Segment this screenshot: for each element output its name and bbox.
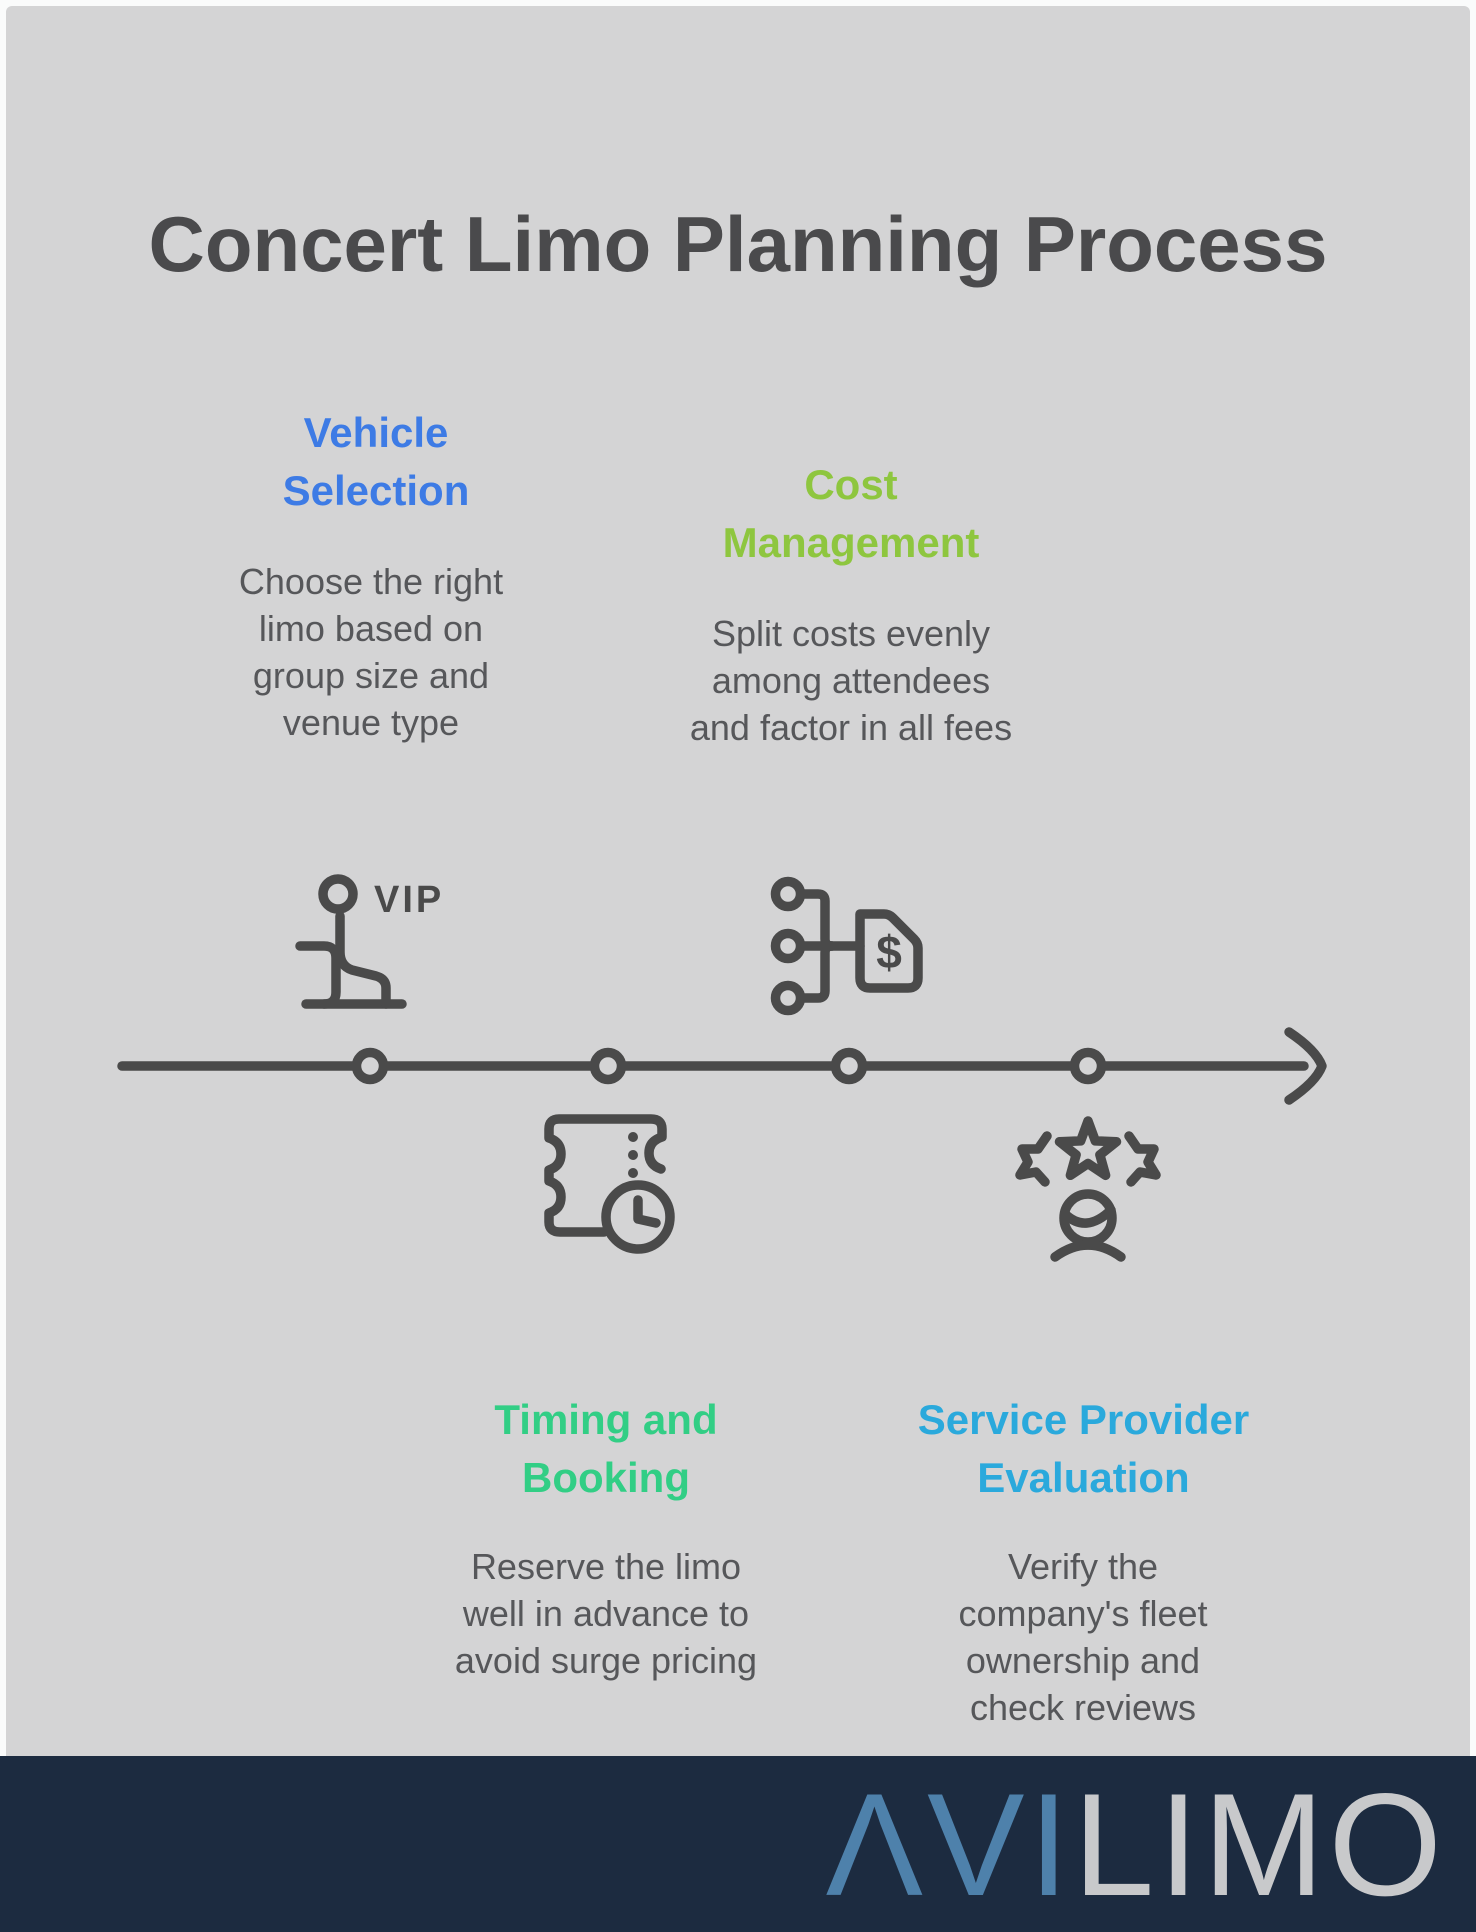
- desc-line: avoid surge pricing: [454, 1640, 758, 1681]
- timeline-node-2: [589, 1047, 627, 1085]
- timeline-node-3: [830, 1047, 868, 1085]
- desc-line: Reserve the limo: [470, 1546, 742, 1587]
- heading-line: Booking: [522, 1454, 690, 1501]
- clock-hands: [633, 1195, 661, 1228]
- person-shoulders: [1050, 1240, 1126, 1262]
- perforation-dot: [628, 1168, 638, 1178]
- step-desc-cost-management: Split costs evenly among attendees and f…: [631, 610, 1071, 751]
- desc-line: ownership and: [965, 1640, 1201, 1681]
- heading-line: Cost: [804, 461, 898, 508]
- clock-face: [601, 1180, 675, 1254]
- vip-seat-icon: VIP: [295, 874, 444, 1009]
- center-star: [1054, 1116, 1122, 1181]
- timeline-arrowhead: [1284, 1027, 1327, 1105]
- connector-top: [796, 889, 837, 951]
- footer-bar: ΛVILIMO: [0, 1756, 1476, 1932]
- vip-label: VIP: [374, 879, 444, 921]
- star-rating-person-icon: [1015, 1116, 1161, 1262]
- price-tag: [855, 909, 923, 993]
- price-split-icon: $: [770, 876, 923, 1016]
- perforation-dot: [628, 1132, 638, 1142]
- infographic-canvas: Concert Limo Planning Process Vehicle Se…: [6, 6, 1470, 1932]
- left-star: [1015, 1131, 1052, 1187]
- dollar-sign: $: [876, 926, 902, 978]
- step-heading-timing-and-booking: Timing and Booking: [401, 1391, 811, 1507]
- heading-line: Management: [722, 519, 980, 566]
- heading-line: Service Provider: [917, 1396, 1250, 1443]
- timeline-node-4: [1069, 1047, 1107, 1085]
- heading-line: Selection: [282, 467, 470, 514]
- desc-line: Choose the right: [238, 561, 504, 602]
- timeline: [117, 1027, 1327, 1105]
- step-desc-timing-and-booking: Reserve the limo well in advance to avoi…: [386, 1543, 826, 1684]
- right-star: [1124, 1131, 1161, 1187]
- desc-line: group size and: [252, 655, 490, 696]
- step-heading-vehicle-selection: Vehicle Selection: [171, 404, 581, 520]
- person-head: [318, 874, 358, 914]
- desc-line: and factor in all fees: [689, 707, 1013, 748]
- heading-line: Timing and: [494, 1396, 718, 1443]
- desc-line: company's fleet: [958, 1593, 1208, 1634]
- step-desc-vehicle-selection: Choose the right limo based on group siz…: [156, 558, 586, 746]
- brand-logo-prefix: ΛVI: [825, 1763, 1074, 1926]
- seated-body: [335, 911, 391, 1009]
- brand-logo: ΛVILIMO: [826, 1772, 1446, 1918]
- heading-line: Evaluation: [977, 1454, 1190, 1501]
- heading-line: Vehicle: [303, 409, 449, 456]
- desc-line: Split costs evenly: [711, 613, 991, 654]
- ticket-outline: [544, 1114, 667, 1237]
- perforation-dot: [628, 1150, 638, 1160]
- page-title: Concert Limo Planning Process: [148, 200, 1328, 288]
- timeline-node-1: [351, 1047, 389, 1085]
- desc-line: venue type: [282, 702, 460, 743]
- desc-line: well in advance to: [462, 1593, 750, 1634]
- desc-line: Verify the: [1007, 1546, 1159, 1587]
- brand-logo-suffix: LIMO: [1073, 1763, 1446, 1926]
- step-desc-service-provider-evaluation: Verify the company's fleet ownership and…: [883, 1543, 1283, 1731]
- step-heading-cost-management: Cost Management: [646, 456, 1056, 572]
- ticket-clock-icon: [544, 1114, 675, 1254]
- desc-line: among attendees: [711, 660, 991, 701]
- head-swoosh: [1060, 1205, 1116, 1228]
- desc-line: limo based on: [258, 608, 484, 649]
- step-heading-service-provider-evaluation: Service Provider Evaluation: [861, 1391, 1306, 1507]
- connector-bottom: [796, 941, 837, 1003]
- desc-line: check reviews: [969, 1687, 1197, 1728]
- chair-outline: [295, 941, 341, 1009]
